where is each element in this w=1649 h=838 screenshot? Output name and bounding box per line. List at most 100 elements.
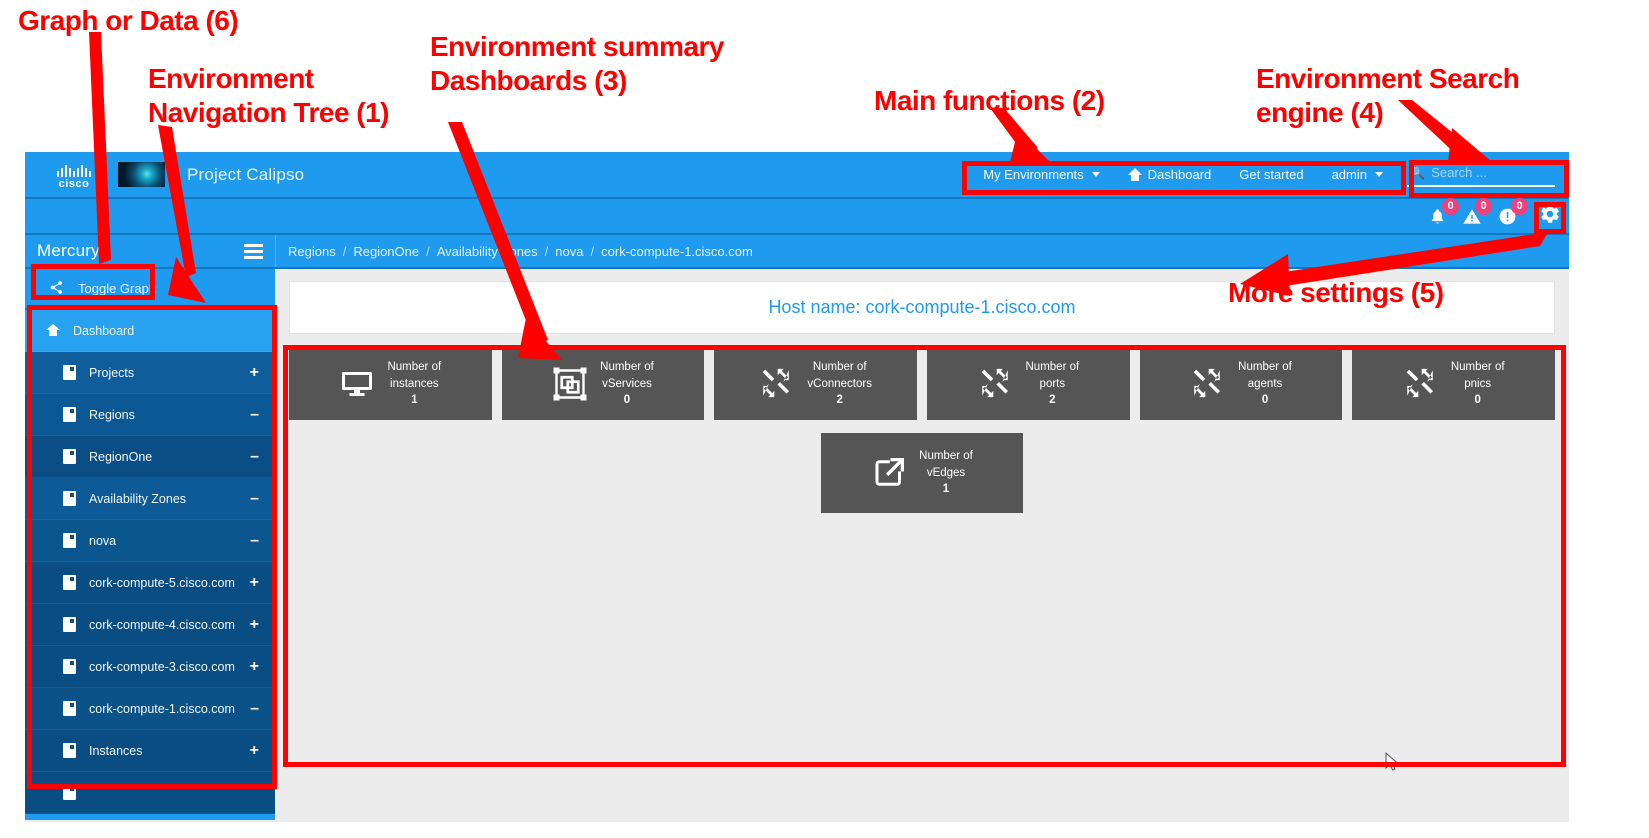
card-text: Number of vEdges 1 [919,448,973,498]
nav-list: Dashboard Projects + Regions – RegionOne [25,310,275,814]
exclamation-circle-icon [1499,208,1516,224]
hamburger-icon[interactable] [244,243,263,259]
breadcrumb-item-2[interactable]: Availability Zones [436,243,538,259]
doc-icon [63,785,76,800]
card-subtitle: instances [390,377,439,390]
breadcrumb-item-3[interactable]: nova [555,243,584,259]
sidebar-item-cork-compute-5[interactable]: cork-compute-5.cisco.com + [25,562,275,604]
breadcrumb-item-1[interactable]: RegionOne [353,243,420,259]
expander[interactable]: – [250,531,259,549]
card-title: Number of [600,360,654,373]
errors-indicator[interactable]: 0 [1498,197,1528,226]
environment-search-box[interactable]: 🔍 [1407,162,1569,187]
breadcrumb-separator: / [590,243,595,259]
nav-my-environments-label: My Environments [983,167,1084,182]
toggle-graph-label: Toggle Graph [78,281,157,296]
nav-admin[interactable]: admin [1318,161,1397,188]
sidebar-item-cork-compute-4[interactable]: cork-compute-4.cisco.com + [25,604,275,646]
breadcrumb-item-4[interactable]: cork-compute-1.cisco.com [601,243,753,259]
expander[interactable]: + [249,615,259,633]
environment-summary-dashboards: Host name: cork-compute-1.cisco.com Numb… [275,269,1569,820]
card-vconnectors[interactable]: Number of vConnectors 2 [714,348,918,420]
sidebar-item-regions[interactable]: Regions – [25,394,275,436]
group-objects-icon [552,366,588,402]
bell-icon [1431,208,1444,224]
sidebar-item-label: cork-compute-1.cisco.com [89,701,235,716]
sidebar-item-partial[interactable] [25,772,275,814]
doc-icon [63,575,76,590]
host-name-label: Host name: cork-compute-1.cisco.com [768,297,1076,317]
card-vservices[interactable]: Number of vServices 0 [501,348,705,420]
summary-card-row: Number of instances 1 [289,348,1556,420]
card-text: Number of pnics 0 [1451,359,1505,409]
card-agents[interactable]: Number of agents 0 [1139,348,1343,420]
warnings-indicator[interactable]: 0 [1462,197,1492,226]
expander[interactable]: – [250,447,259,465]
application-window: cisco Project Calipso My Environments Da… [25,152,1569,822]
expander[interactable]: – [250,699,259,717]
app-title: Project Calipso [187,164,305,184]
sidebar-item-label: Projects [89,365,135,380]
sidebar-item-cork-compute-3[interactable]: cork-compute-3.cisco.com + [25,646,275,688]
card-title: Number of [1450,360,1505,373]
breadcrumb-separator: / [342,243,347,259]
expander[interactable]: + [249,573,259,591]
sidebar-item-label: cork-compute-3.cisco.com [89,659,235,674]
card-subtitle: vConnectors [807,377,872,390]
summary-card-row-2: Number of vEdges 1 [289,433,1555,513]
expander[interactable]: + [249,741,259,759]
compress-arrows-icon [1403,366,1439,402]
nav-get-started[interactable]: Get started [1225,161,1317,188]
sidebar-item-label: Dashboard [73,323,135,338]
sidebar-item-label: nova [89,533,117,548]
breadcrumb-separator: / [426,243,430,259]
environment-name: Mercury [37,241,100,260]
sidebar-item-label: cork-compute-4.cisco.com [89,617,235,632]
sidebar-item-label: RegionOne [89,449,153,464]
environment-header: Mercury [25,235,275,267]
card-pnics[interactable]: Number of pnics 0 [1352,348,1556,420]
nav-my-environments[interactable]: My Environments [969,161,1113,188]
error-badge: 0 [1511,197,1528,215]
expander[interactable]: + [249,657,259,675]
nav-dashboard[interactable]: Dashboard [1114,161,1226,188]
sidebar-item-regionone[interactable]: RegionOne – [25,436,275,478]
annotation-label-main-functions: Main functions (2) [874,85,1105,116]
app-body: Toggle Graph Dashboard Projects + Region… [25,269,1569,820]
card-title: Number of [1025,360,1080,373]
sidebar-item-nova[interactable]: nova – [25,520,275,562]
card-vedges[interactable]: Number of vEdges 1 [821,433,1023,513]
sidebar-item-projects[interactable]: Projects + [25,352,275,394]
doc-icon [63,491,76,506]
compress-arrows-icon [978,366,1014,402]
doc-icon [63,365,76,380]
nav-dashboard-label: Dashboard [1147,167,1212,182]
sidebar-item-dashboard[interactable]: Dashboard [25,310,275,352]
annotation-label-nav-tree: Environment Navigation Tree (1) [148,63,390,129]
card-value: 2 [1049,394,1056,407]
cisco-logo-icon: cisco [47,160,101,190]
chevron-down-icon [1091,172,1100,177]
doc-icon [63,701,76,716]
toggle-graph-button[interactable]: Toggle Graph [25,269,275,310]
annotation-label-settings: More settings (5) [1228,277,1444,308]
compress-arrows-icon [759,366,795,402]
expander[interactable]: + [249,363,259,381]
card-text: Number of ports 2 [1026,359,1080,409]
expander[interactable]: – [250,405,259,423]
home-icon [46,323,60,338]
card-instances[interactable]: Number of instances 1 [289,348,492,420]
notifications-bell[interactable]: 0 [1429,197,1459,226]
search-input[interactable] [1431,165,1569,180]
card-ports[interactable]: Number of ports 2 [927,348,1130,420]
sidebar-item-instances[interactable]: Instances + [25,730,275,772]
breadcrumb-item-0[interactable]: Regions [288,243,336,259]
doc-icon [63,449,76,464]
expander[interactable]: – [250,489,259,507]
sidebar-item-availability-zones[interactable]: Availability Zones – [25,478,275,520]
alert-bar: 0 0 0 [25,197,1569,235]
settings-button[interactable] [1539,203,1561,229]
card-text: Number of vServices 0 [600,359,654,409]
nav-admin-label: admin [1331,167,1367,182]
sidebar-item-cork-compute-1[interactable]: cork-compute-1.cisco.com – [25,688,275,730]
